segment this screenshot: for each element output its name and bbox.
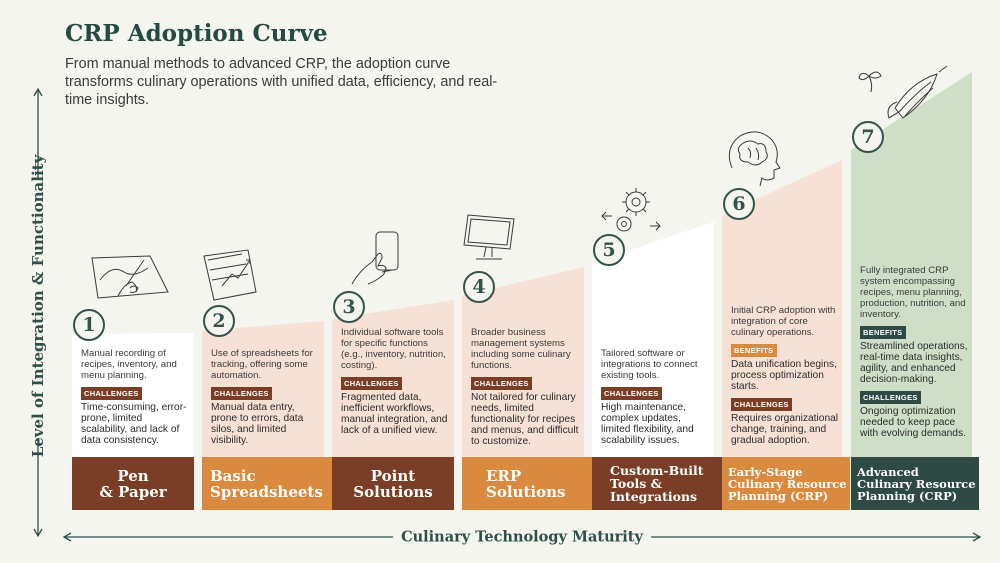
hand-writing-icon: [91, 255, 169, 299]
brain-head-icon: [728, 131, 781, 187]
stage-7-panel: [851, 72, 972, 457]
stage-2: 2 Use of spreadsheets for tracking, offe…: [202, 0, 332, 563]
stage-5-label-line: Tools &: [610, 476, 662, 491]
stage-2-description: Use of spreadsheets for tracking, offeri…: [211, 348, 313, 381]
stage-2-label-line: Spreadsheets: [210, 482, 323, 501]
stage-4-number: 4: [463, 271, 495, 303]
benefits-tag: BENEFITS: [731, 344, 777, 357]
stage-4-label-line: Solutions: [486, 482, 566, 501]
stage-5-number: 5: [593, 234, 625, 266]
stage-1: 1 Manual recording of recipes, inventory…: [72, 0, 194, 563]
stage-1-label: Pen& Paper: [72, 457, 194, 510]
challenges-tag: CHALLENGES: [601, 387, 662, 400]
stage-5-details: Tailored software or integrations to con…: [601, 348, 709, 446]
x-axis-label: Culinary Technology Maturity: [393, 528, 651, 546]
stage-4-panel: [462, 267, 584, 457]
stage-7-details: Fully integrated CRP system encompassing…: [860, 265, 968, 439]
hand-smartphone-icon: [351, 231, 399, 285]
stage-1-label-line: & Paper: [99, 482, 167, 501]
stage-1-number: 1: [73, 309, 105, 341]
stage-3-details: Individual software tools for specific f…: [341, 327, 449, 436]
stage-2-label-line: Basic: [210, 466, 256, 485]
stage-5-description: Tailored software or integrations to con…: [601, 348, 698, 381]
stage-5-label-line: Custom-Built: [610, 463, 704, 478]
stage-4: 4 Broader business management systems in…: [462, 0, 608, 563]
stage-7-label-line: Culinary Resource: [857, 476, 976, 491]
stage-7-label-line: Planning (CRP): [857, 488, 958, 503]
stage-6-number: 6: [723, 188, 755, 220]
stage-7-challenges: Ongoing optimization needed to keep pace…: [860, 406, 966, 439]
y-axis-label: Level of Integration & Functionality: [29, 154, 47, 458]
stage-4-details: Broader business management systems incl…: [471, 327, 579, 447]
stage-7: 7 Fully integrated CRP system encompassi…: [851, 0, 979, 563]
stage-6-challenges: Requires organizational change, training…: [731, 413, 839, 446]
stage-4-description: Broader business management systems incl…: [471, 327, 571, 371]
y-axis-arrow: [33, 87, 43, 538]
stage-3: 3 Individual software tools for specific…: [332, 0, 454, 563]
stage-5: 5 Tailored software or integrations to c…: [592, 0, 732, 563]
stage-1-description: Manual recording of recipes, inventory, …: [81, 348, 177, 381]
stage-7-benefits: Streamlined operations, real-time data i…: [860, 341, 968, 385]
stage-1-label-line: Pen: [117, 466, 149, 485]
stage-5-challenges: High maintenance, complex updates, limit…: [601, 402, 694, 446]
stage-6-label-line: Early-Stage: [728, 464, 803, 479]
stage-6-label-line: Planning (CRP): [728, 488, 829, 503]
page-subtitle: From manual methods to advanced CRP, the…: [65, 56, 498, 108]
sprout-rocket-icon: [858, 65, 948, 119]
stage-2-challenges: Manual data entry, prone to errors, data…: [211, 402, 304, 446]
stage-6: 6 Initial CRP adoption with integration …: [722, 0, 850, 563]
stage-3-number: 3: [333, 291, 365, 323]
stage-7-label-line: Advanced: [857, 464, 919, 479]
stage-5-label-line: Integrations: [610, 489, 698, 504]
gears-icon: [601, 188, 661, 232]
stage-2-details: Use of spreadsheets for tracking, offeri…: [211, 348, 319, 446]
stage-7-description: Fully integrated CRP system encompassing…: [860, 265, 966, 320]
stage-1-challenges: Time-consuming, error-prone, limited sca…: [81, 402, 187, 446]
stage-6-description: Initial CRP adoption with integration of…: [731, 305, 836, 338]
stage-6-panel: [722, 160, 842, 457]
stage-1-details: Manual recording of recipes, inventory, …: [81, 348, 189, 446]
stage-3-label-line: Solutions: [353, 482, 433, 501]
challenges-tag: CHALLENGES: [471, 377, 532, 390]
stage-2-number: 2: [203, 305, 235, 337]
stage-6-details: Initial CRP adoption with integration of…: [731, 305, 839, 446]
benefits-tag: BENEFITS: [860, 326, 906, 339]
stage-3-challenges: Fragmented data, inefficient workflows, …: [341, 392, 448, 436]
stage-3-description: Individual software tools for specific f…: [341, 327, 446, 371]
stage-6-benefits: Data unification begins, process optimiz…: [731, 359, 837, 392]
challenges-tag: CHALLENGES: [81, 387, 142, 400]
challenges-tag: CHALLENGES: [341, 377, 402, 390]
stage-4-challenges: Not tailored for culinary needs, limited…: [471, 392, 579, 447]
challenges-tag: CHALLENGES: [860, 391, 921, 404]
stage-4-label-line: ERP: [486, 466, 522, 485]
stage-6-label-line: Culinary Resource: [728, 476, 847, 491]
stage-3-label-line: Point: [370, 466, 416, 485]
spreadsheet-chart-icon: [203, 249, 257, 301]
challenges-tag: CHALLENGES: [731, 398, 792, 411]
computer-monitor-icon: [463, 214, 515, 260]
challenges-tag: CHALLENGES: [211, 387, 272, 400]
stage-7-number: 7: [852, 121, 884, 153]
page-title: CRP Adoption Curve: [65, 20, 328, 47]
